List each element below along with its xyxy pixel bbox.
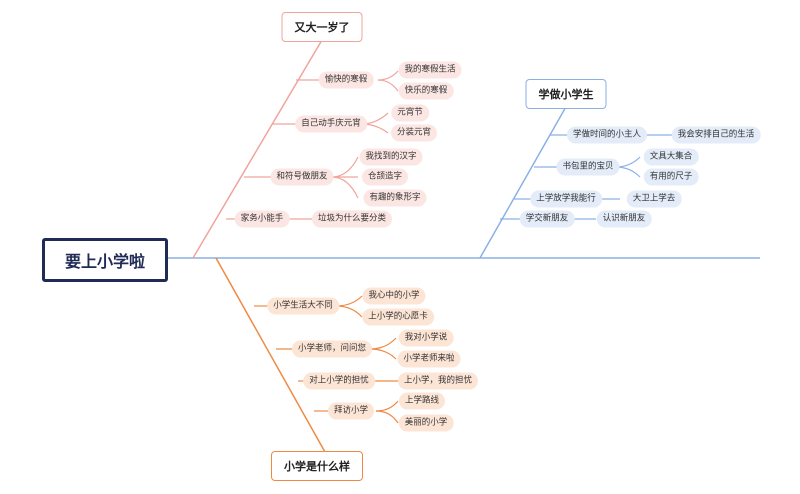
topic-be-student[interactable]: 学做小学生 <box>525 79 607 109</box>
node-say-to-school[interactable]: 我对小学说 <box>398 329 454 347</box>
node-lantern-festival[interactable]: 元宵节 <box>391 104 429 122</box>
node-ruler[interactable]: 有用的尺子 <box>643 168 699 186</box>
node-symbols-friends[interactable]: 和符号做朋友 <box>270 168 334 186</box>
node-stationery[interactable]: 文具大集合 <box>643 148 699 166</box>
node-meet-friends[interactable]: 认识新朋友 <box>596 210 652 228</box>
node-school-in-heart[interactable]: 我心中的小学 <box>362 287 426 305</box>
node-arrange-life[interactable]: 我会安排自己的生活 <box>671 126 761 144</box>
node-life-different[interactable]: 小学生活大不同 <box>267 297 339 315</box>
node-my-winter-life[interactable]: 我的寒假生活 <box>398 61 462 79</box>
node-cangjie[interactable]: 仓颉造字 <box>361 168 409 186</box>
topic-grow-up[interactable]: 又大一岁了 <box>281 12 363 42</box>
node-david-school[interactable]: 大卫上学去 <box>626 190 682 208</box>
node-time-master[interactable]: 学做时间的小主人 <box>566 126 648 144</box>
node-teacher-coming[interactable]: 小学老师来啦 <box>397 350 461 368</box>
node-pictographs[interactable]: 有趣的象形字 <box>363 189 427 207</box>
central-topic[interactable]: 要上小学啦 <box>42 238 168 282</box>
node-lantern-festival-diy[interactable]: 自己动手庆元宵 <box>295 115 367 133</box>
node-wish-card[interactable]: 上小学的心愿卡 <box>362 308 434 326</box>
node-pack-yuanxiao[interactable]: 分装元宵 <box>390 124 438 142</box>
node-worries[interactable]: 对上小学的担忧 <box>303 372 375 390</box>
node-route[interactable]: 上学路线 <box>398 392 446 410</box>
topic-what-school-like[interactable]: 小学是什么样 <box>271 451 363 481</box>
node-my-worries[interactable]: 上小学，我的担忧 <box>397 372 479 390</box>
node-new-friends[interactable]: 学交新朋友 <box>519 210 575 228</box>
node-winter-vacation[interactable]: 愉快的寒假 <box>318 71 374 89</box>
node-housework[interactable]: 家务小能手 <box>234 210 290 228</box>
node-commute[interactable]: 上学放学我能行 <box>530 190 602 208</box>
node-beautiful-school[interactable]: 美丽的小学 <box>398 414 454 432</box>
node-ask-teacher[interactable]: 小学老师，问问您 <box>291 340 373 358</box>
node-schoolbag[interactable]: 书包里的宝贝 <box>556 158 620 176</box>
node-found-characters[interactable]: 我找到的汉字 <box>359 148 423 166</box>
node-happy-winter[interactable]: 快乐的寒假 <box>398 82 454 100</box>
node-visit-school[interactable]: 拜访小学 <box>327 402 375 420</box>
node-garbage-sorting[interactable]: 垃圾为什么要分类 <box>311 210 393 228</box>
